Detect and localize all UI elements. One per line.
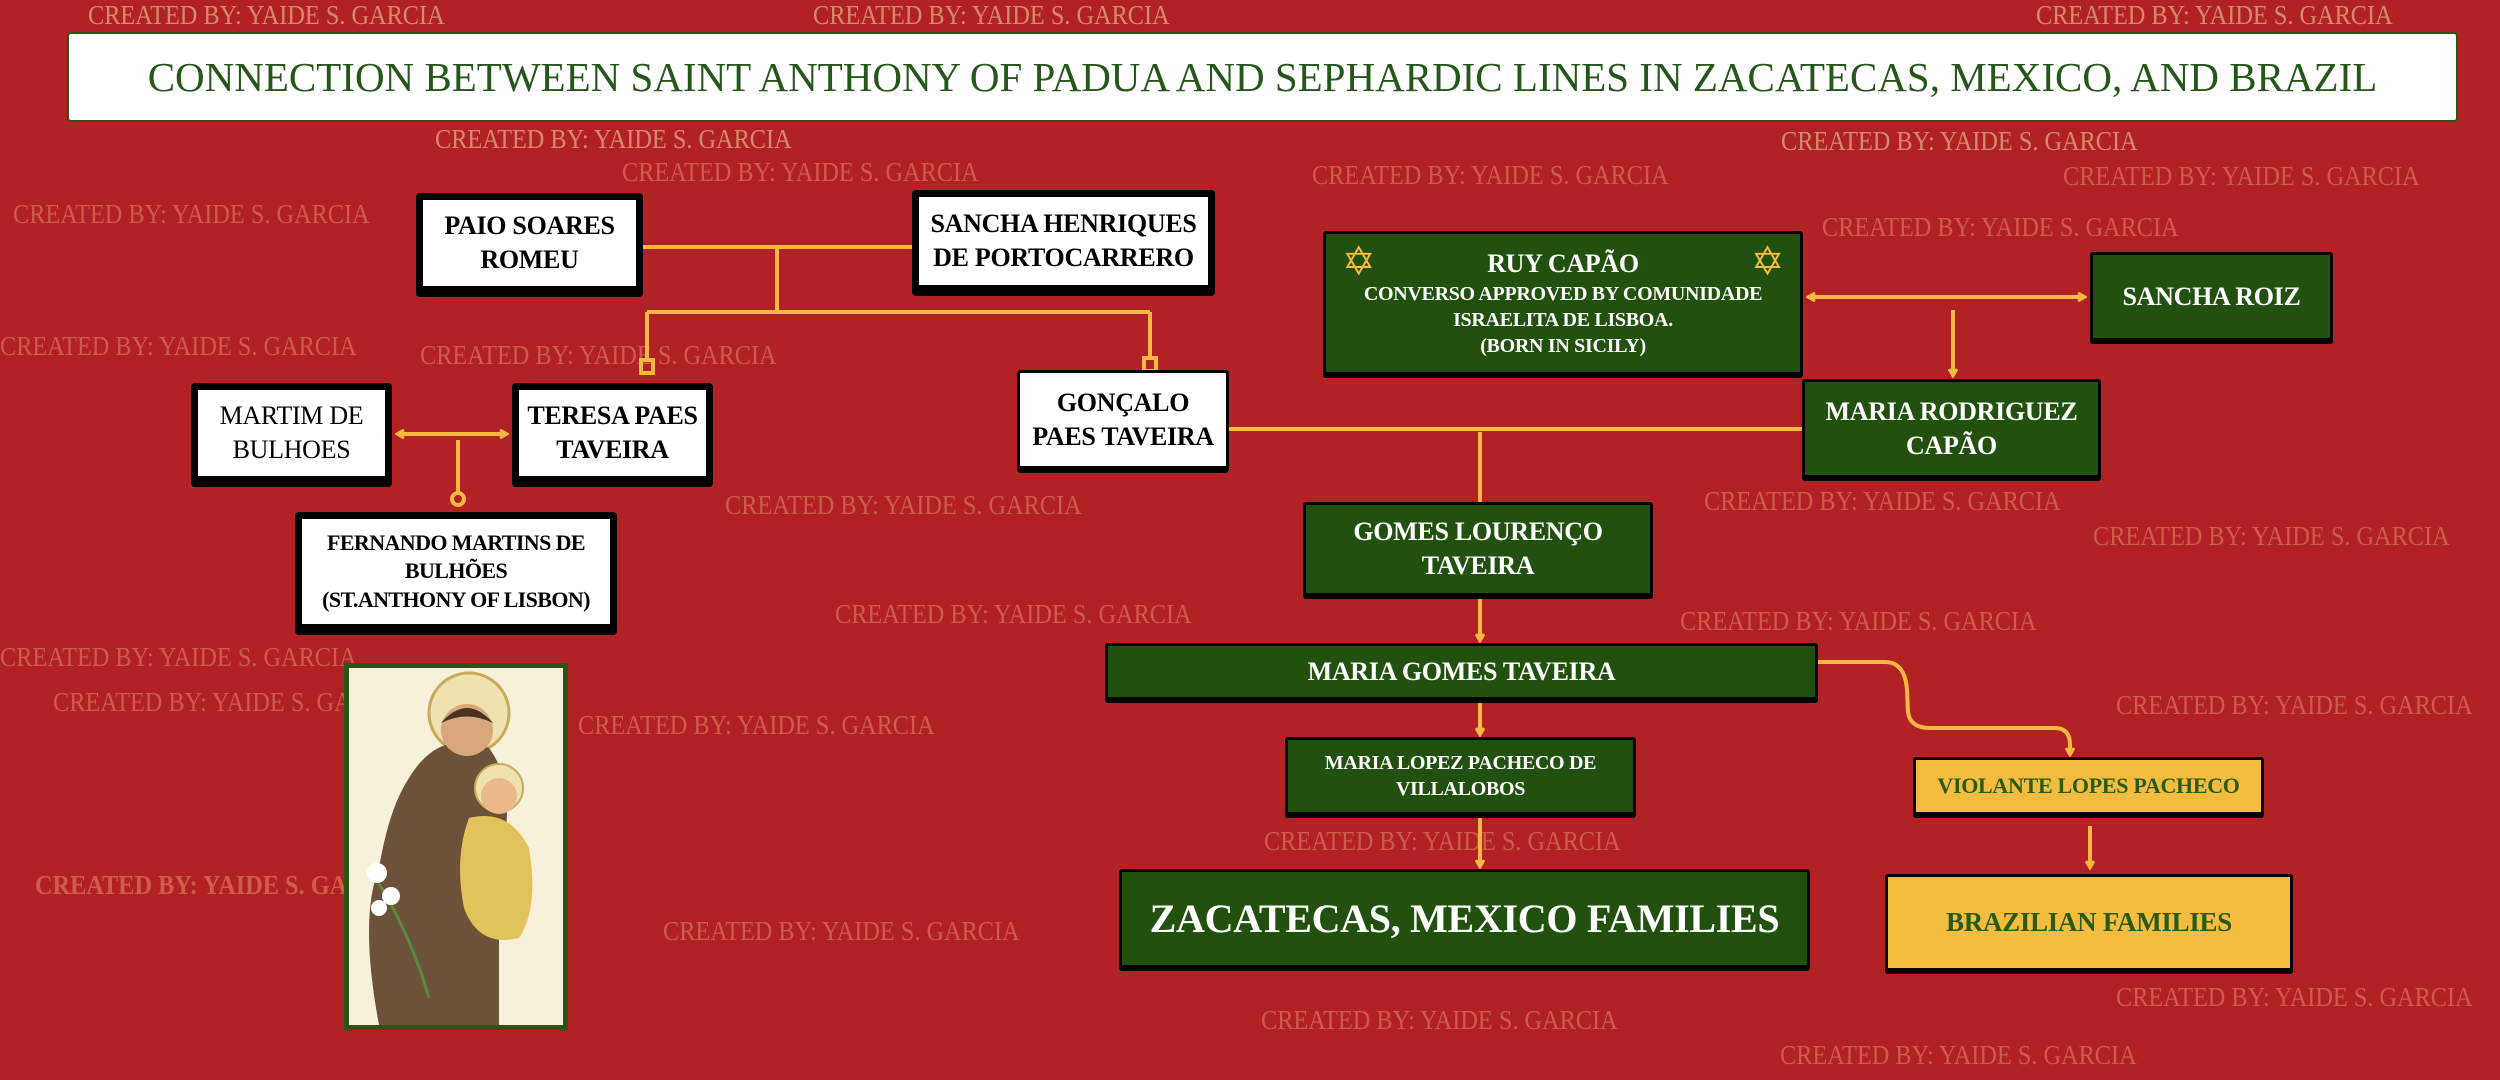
node-martim-de-bulhoes[interactable]: MARTIM DE BULHOES (191, 383, 392, 483)
node-line: MARTIM DE (219, 401, 364, 431)
node-name: RUY CAPÃO (1487, 249, 1639, 279)
node-line: BULHÕES (404, 558, 508, 584)
node-line: TERESA PAES (527, 401, 698, 431)
node-brazilian-families[interactable]: BRAZILIAN FAMILIES (1885, 874, 2293, 971)
node-maria-lopez-pacheco[interactable]: MARIA LOPEZ PACHECO DE VILLALOBOS (1285, 737, 1636, 815)
node-line: MARIA GOMES TAVEIRA (1307, 656, 1616, 686)
node-sancha-henriques[interactable]: SANCHA HENRIQUES DE PORTOCARRERO (912, 190, 1215, 292)
node-line: VILLALOBOS (1395, 778, 1526, 800)
node-gomes-lourenco-taveira[interactable]: GOMES LOURENÇO TAVEIRA (1303, 502, 1653, 596)
node-teresa-paes-taveira[interactable]: TERESA PAES TAVEIRA (512, 383, 713, 483)
node-line: SANCHA HENRIQUES (930, 209, 1197, 239)
node-line: BULHOES (232, 435, 351, 464)
node-line: GONÇALO (1056, 387, 1190, 417)
node-line: FERNANDO MARTINS DE (327, 529, 586, 555)
node-maria-rodriguez-capao[interactable]: MARIA RODRIGUEZ CAPÃO (1802, 379, 2101, 478)
node-line: BRAZILIAN FAMILIES (1946, 906, 2232, 937)
node-sancha-roiz[interactable]: SANCHA ROIZ (2090, 252, 2333, 341)
star-of-david-icon: ✡ (1750, 239, 1785, 284)
title-text: CONNECTION BETWEEN SAINT ANTHONY OF PADU… (147, 54, 2378, 100)
star-of-david-icon: ✡ (1342, 239, 1376, 284)
node-line: ROMEU (480, 245, 579, 274)
node-paio-soares-romeu[interactable]: PAIO SOARES ROMEU (416, 193, 643, 293)
node-line: SANCHA ROIZ (2122, 281, 2301, 311)
node-line: PAES TAVEIRA (1032, 421, 1214, 451)
node-line: CAPÃO (1906, 430, 1997, 460)
node-line: MARIA LOPEZ PACHECO DE (1324, 752, 1597, 774)
node-line: MARIA RODRIGUEZ (1825, 396, 2078, 426)
node-line: ZACATECAS, MEXICO FAMILIES (1149, 895, 1780, 941)
node-line: (ST.ANTHONY OF LISBON) (322, 586, 590, 612)
mgt-to-violante-arrow (1818, 660, 2070, 754)
node-ruy-capao[interactable]: ✡ ✡ RUY CAPÃO CONVERSO APPROVED BY COMUNI… (1323, 231, 1803, 375)
node-line: (BORN IN SICILY) (1480, 334, 1646, 357)
teresa-connector-end (639, 358, 655, 375)
node-line: DE PORTOCARRERO (933, 243, 1194, 272)
node-goncalo-paes-taveira[interactable]: GONÇALO PAES TAVEIRA (1017, 370, 1229, 469)
node-fernando-martins[interactable]: FERNANDO MARTINS DE BULHÕES(ST.ANTHONY OF… (295, 512, 617, 631)
node-line: PAIO SOARES (444, 211, 615, 241)
node-line: TAVEIRA (556, 435, 669, 464)
fernando-connector-end (450, 491, 466, 507)
node-line: TAVEIRA (1421, 551, 1535, 580)
node-violante-lopes-pacheco[interactable]: VIOLANTE LOPES PACHECO (1913, 757, 2264, 815)
node-line: GOMES LOURENÇO (1353, 517, 1603, 547)
saint-anthony-illustration (367, 671, 533, 1025)
saint-anthony-image (344, 663, 568, 1030)
node-line: VIOLANTE LOPES PACHECO (1937, 772, 2240, 798)
node-line: CONVERSO APPROVED BY COMUNIDADE (1363, 282, 1763, 305)
node-line: ISRAELITA DE LISBOA. (1453, 308, 1673, 331)
node-zacatecas-families[interactable]: ZACATECAS, MEXICO FAMILIES (1119, 869, 1810, 968)
node-maria-gomes-taveira[interactable]: MARIA GOMES TAVEIRA (1105, 643, 1818, 700)
page-title: CONNECTION BETWEEN SAINT ANTHONY OF PADU… (67, 32, 2458, 122)
